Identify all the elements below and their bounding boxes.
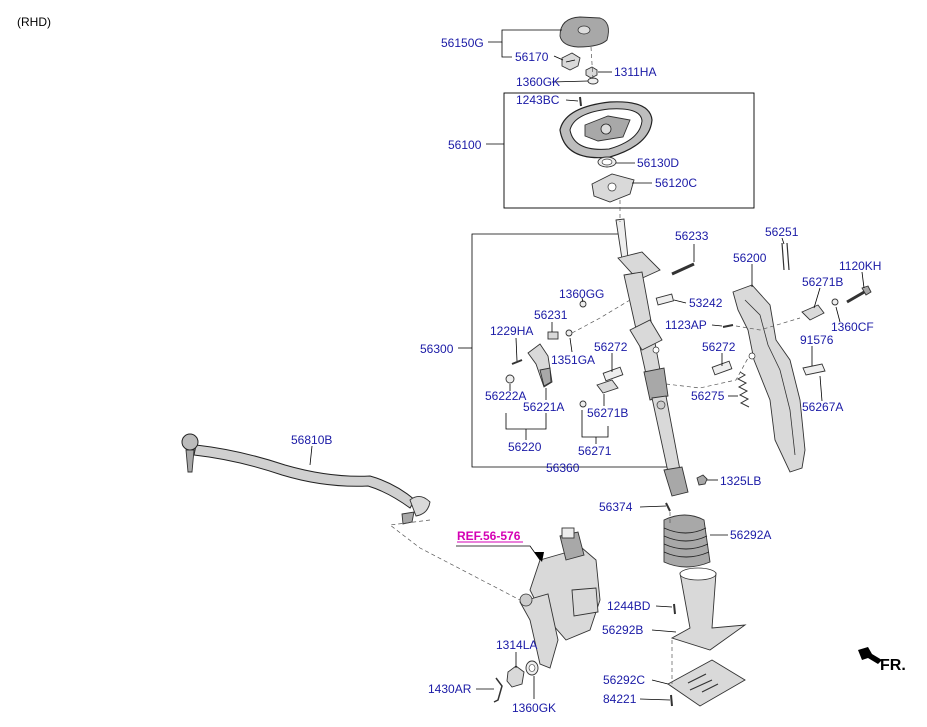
label-56360[interactable]: 56360 — [546, 461, 580, 475]
label-53242[interactable]: 53242 — [689, 296, 723, 310]
boot-56292a-part[interactable] — [663, 514, 711, 568]
bolt-1243bc-part[interactable] — [579, 96, 582, 107]
ring-56130d-part[interactable] — [597, 156, 617, 168]
cotter-pin-1430ar-part[interactable] — [493, 677, 503, 703]
label-1360gk-top[interactable]: 1360GK — [516, 75, 560, 89]
label-56374[interactable]: 56374 — [599, 500, 633, 514]
label-56275[interactable]: 56275 — [691, 389, 725, 403]
label-56222a[interactable]: 56222A — [485, 389, 526, 403]
label-56292a[interactable]: 56292A — [730, 528, 771, 542]
label-56100[interactable]: 56100 — [448, 138, 482, 152]
drag-link-56810b-part[interactable] — [181, 433, 431, 525]
label-1430ar[interactable]: 1430AR — [428, 682, 472, 696]
label-56251[interactable]: 56251 — [765, 225, 799, 239]
steering-wheel-part[interactable] — [559, 101, 653, 159]
label-1311ha[interactable]: 1311HA — [614, 65, 656, 79]
bolt-56374-part[interactable] — [665, 502, 671, 512]
label-56120c[interactable]: 56120C — [655, 176, 697, 190]
label-56810b[interactable]: 56810B — [291, 433, 332, 447]
label-56220[interactable]: 56220 — [508, 440, 542, 454]
clip-56267a-part[interactable] — [802, 363, 826, 376]
nut-56271-part[interactable] — [579, 400, 587, 408]
horn-contact-part[interactable] — [561, 52, 581, 71]
steering-column-part[interactable] — [615, 218, 689, 497]
bolt-56231-part[interactable] — [547, 331, 559, 340]
ref-link[interactable]: REF.56-576 — [457, 529, 521, 543]
clock-spring-56120c-part[interactable] — [591, 173, 635, 203]
bushing-56222a-part[interactable] — [505, 374, 515, 384]
label-56292b[interactable]: 56292B — [602, 623, 643, 637]
label-84221[interactable]: 84221 — [603, 692, 637, 706]
label-56233[interactable]: 56233 — [675, 229, 709, 243]
nut-1311ha-part[interactable] — [585, 66, 598, 79]
direction-label: FR. — [880, 657, 906, 674]
label-1360cf[interactable]: 1360CF — [831, 320, 874, 334]
label-1243bc[interactable]: 1243BC — [516, 93, 560, 107]
steering-gear-box-part[interactable] — [519, 527, 601, 669]
label-56300[interactable]: 56300 — [420, 342, 454, 356]
spring-56275-part[interactable] — [736, 371, 750, 408]
label-56221a[interactable]: 56221A — [523, 400, 564, 414]
washer-1360gk-bottom-part[interactable] — [525, 660, 539, 676]
steering-wheel-group-box — [503, 92, 755, 209]
spacer-56272-right-part[interactable] — [711, 360, 733, 376]
nut-1314la-part[interactable] — [506, 665, 525, 688]
bolt-1123ap-part[interactable] — [722, 324, 734, 328]
label-1325lb[interactable]: 1325LB — [720, 474, 761, 488]
lever-56221a-part[interactable] — [527, 343, 553, 388]
pin-56233-part[interactable] — [671, 262, 695, 276]
label-56272-right[interactable]: 56272 — [702, 340, 736, 354]
label-1244bd[interactable]: 1244BD — [607, 599, 651, 613]
spacer-56272-left-part[interactable] — [602, 366, 624, 382]
label-56271b-left[interactable]: 56271B — [587, 406, 628, 420]
spacer-53242-part[interactable] — [655, 293, 675, 306]
label-1229ha[interactable]: 1229HA — [490, 324, 533, 338]
part-number-labels: 56150G 56170 1311HA 1360GK 1243BC 56100 … — [291, 36, 881, 715]
plate-56292c-part[interactable] — [667, 659, 746, 707]
label-1360gg[interactable]: 1360GG — [559, 287, 604, 301]
bolt-1229ha-part[interactable] — [511, 359, 523, 365]
label-1314la[interactable]: 1314LA — [496, 638, 537, 652]
variant-note: (RHD) — [17, 15, 51, 29]
label-56272-left[interactable]: 56272 — [594, 340, 628, 354]
label-56130d[interactable]: 56130D — [637, 156, 679, 170]
horn-pad-part[interactable] — [559, 16, 609, 48]
washer-1351ga-part[interactable] — [565, 329, 573, 337]
label-91576[interactable]: 91576 — [800, 333, 834, 347]
cover-56292b-part[interactable] — [670, 567, 747, 651]
label-1351ga[interactable]: 1351GA — [551, 353, 595, 367]
label-56271b-right[interactable]: 56271B — [802, 275, 843, 289]
label-56200[interactable]: 56200 — [733, 251, 767, 265]
bushing-56271b-right-part[interactable] — [801, 304, 825, 321]
leader-lines — [309, 29, 865, 701]
label-56271[interactable]: 56271 — [578, 444, 612, 458]
nut-1360cf-part[interactable] — [831, 298, 839, 306]
nut-1325lb-part[interactable] — [696, 474, 708, 486]
label-1360gk-bottom[interactable]: 1360GK — [512, 701, 556, 715]
column-group-bracket — [471, 233, 670, 468]
bolt-1120kh-part[interactable] — [846, 285, 872, 304]
label-56231[interactable]: 56231 — [534, 308, 568, 322]
label-56267a[interactable]: 56267A — [802, 400, 843, 414]
pin-56251-part[interactable] — [781, 242, 790, 271]
tilt-bracket-56200-part[interactable] — [732, 284, 806, 473]
label-1123ap[interactable]: 1123AP — [665, 318, 707, 332]
bushing-56271b-left-part[interactable] — [596, 379, 619, 394]
label-56170[interactable]: 56170 — [515, 50, 549, 64]
label-56150g[interactable]: 56150G — [441, 36, 484, 50]
assembly-guide-lines — [389, 46, 801, 684]
label-1120kh[interactable]: 1120KH — [839, 259, 881, 273]
label-56292c[interactable]: 56292C — [603, 673, 645, 687]
bolt-1244bd-part[interactable] — [673, 603, 676, 615]
bolt-84221-part[interactable] — [670, 694, 673, 707]
front-direction-arrow-icon — [858, 647, 882, 664]
